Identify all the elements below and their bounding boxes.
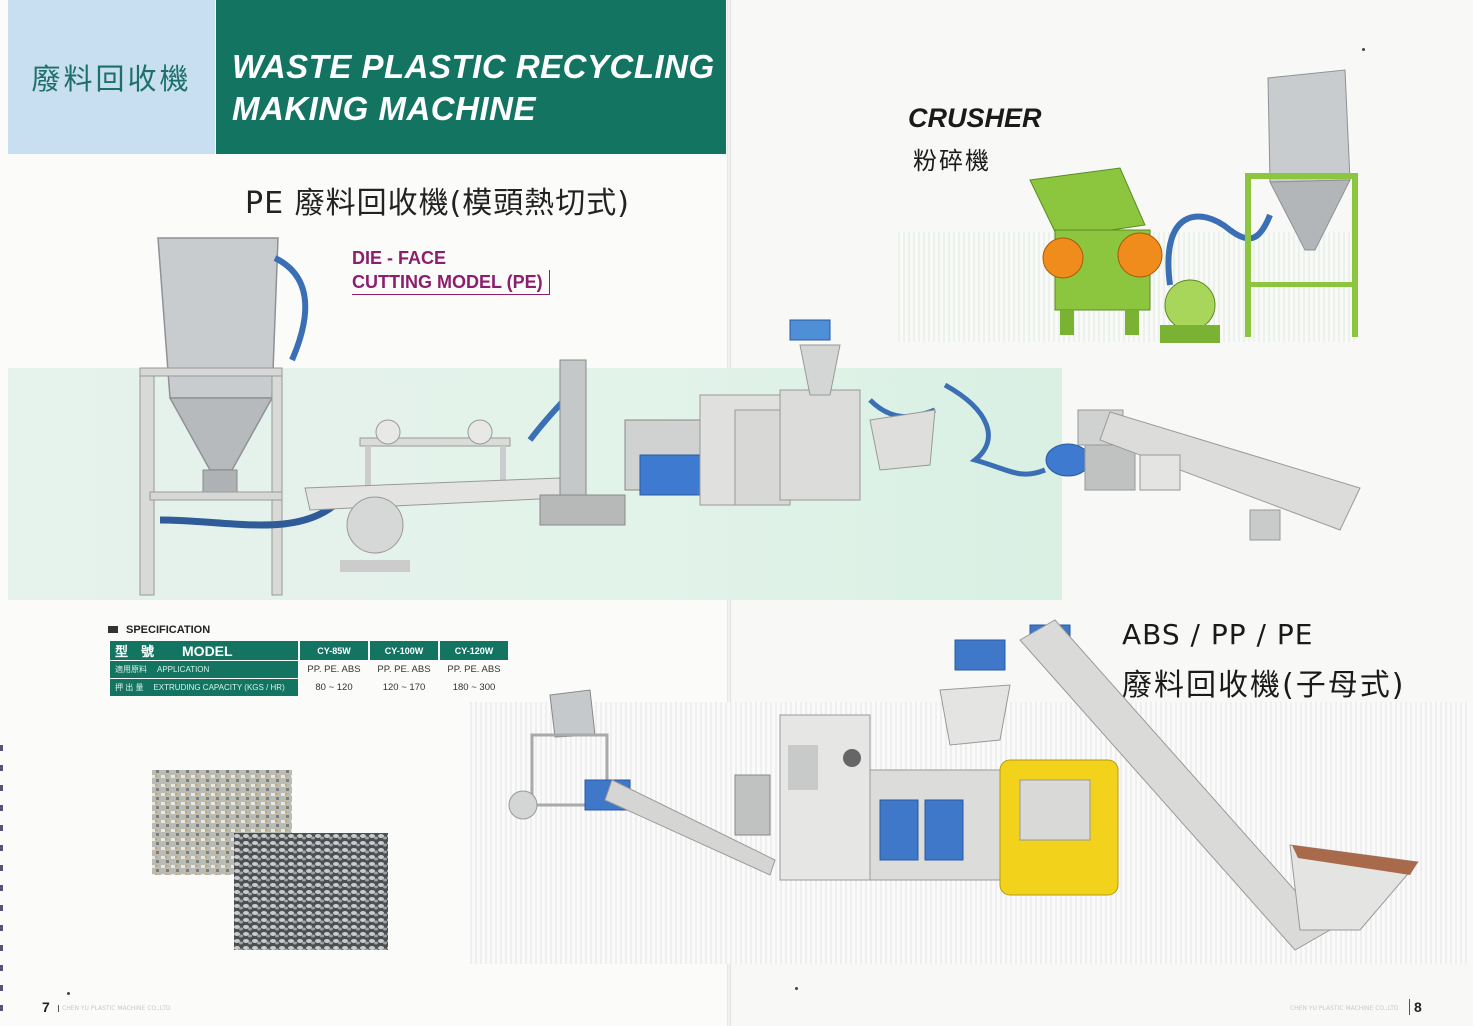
row-label: 適用原料 APPLICATION (110, 661, 298, 678)
header-en-title-line1: WASTE PLASTIC RECYCLING (232, 48, 715, 85)
company-name-right: CHEN YU PLASTIC MACHINE CO.,LTD (1290, 1005, 1399, 1012)
spec-heading: SPECIFICATION (108, 624, 210, 636)
die-face-line1: DIE - FACE (352, 248, 447, 268)
main-extruder (869, 624, 1119, 896)
model-col-1: CY-85W (300, 641, 368, 660)
company-name-left: CHEN YU PLASTIC MACHINE CO.,LTD (58, 1005, 171, 1012)
inclined-conveyor (1019, 619, 1419, 951)
spec-heading-text: SPECIFICATION (126, 624, 211, 636)
model-col-3: CY-120W (440, 641, 508, 660)
header-cn-title: 廢料回收機 (31, 62, 192, 96)
table-cell: PP. PE. ABS (307, 664, 361, 675)
registration-dot (795, 987, 798, 990)
table-cell: 120 ~ 170 (382, 682, 426, 693)
row-label-en: EXTRUDING CAPACITY (KGS / HR) (153, 683, 285, 692)
die-face-model-label: DIE - FACE CUTTING MODEL (PE) (352, 246, 550, 295)
bullet-square-icon (108, 626, 118, 633)
silo-hopper (139, 237, 283, 596)
extruder-assembly (539, 319, 936, 526)
blue-hose (273, 255, 309, 362)
pe-section-title: PE 廢料回收機(模頭熱切式) (245, 186, 630, 221)
table-cell: 180 ~ 300 (452, 682, 496, 693)
blue-hose (943, 382, 1046, 477)
model-cn-label: 型 號 (115, 644, 155, 659)
abs-section-cn-title: 廢料回收機(子母式) (1122, 668, 1406, 703)
row-label: 押 出 量 EXTRUDING CAPACITY (KGS / HR) (110, 679, 298, 696)
table-cell: PP. PE. ABS (377, 664, 431, 675)
model-col-2: CY-100W (370, 641, 438, 660)
header-cn-block: 廢料回收機 (8, 0, 215, 154)
blue-hose (1165, 213, 1273, 286)
crusher-unit (1029, 167, 1220, 343)
header-en-title-line2: MAKING MACHINE (232, 90, 536, 127)
row-label-cn: 押 出 量 (115, 683, 144, 692)
cyclone-silo (1245, 69, 1358, 337)
spec-header-row: 型 號 MODEL CY-85W CY-100W CY-120W (110, 641, 508, 660)
registration-dot (1362, 48, 1365, 51)
crusher-en-title: CRUSHER (908, 103, 1042, 133)
small-feed-line (508, 689, 776, 876)
blue-hose (159, 497, 343, 529)
header-en-block: WASTE PLASTIC RECYCLING MAKING MACHINE (216, 0, 726, 154)
spec-table: 型 號 MODEL CY-85W CY-100W CY-120W 適用原料 APPL… (108, 640, 510, 697)
registration-dot (67, 992, 70, 995)
edge-marks (0, 745, 3, 1025)
die-face-line2: CUTTING MODEL (PE) (352, 270, 550, 295)
abs-section-en-title: ABS / PP / PE (1122, 618, 1314, 651)
page-number-right: 8 (1409, 999, 1422, 1015)
table-row: 押 出 量 EXTRUDING CAPACITY (KGS / HR) 80 ~ … (110, 679, 508, 696)
model-en-label: MODEL (182, 643, 233, 659)
model-header-cell: 型 號 MODEL (110, 641, 298, 660)
side-crusher-conveyor (1045, 409, 1361, 541)
table-cell: PP. PE. ABS (447, 664, 501, 675)
row-label-en: APPLICATION (157, 665, 210, 674)
page-number-left: 7 (42, 999, 50, 1015)
crusher-cn-title: 粉碎機 (913, 147, 991, 175)
row-label-cn: 適用原料 (115, 665, 147, 674)
table-cell: 80 ~ 120 (315, 682, 353, 693)
